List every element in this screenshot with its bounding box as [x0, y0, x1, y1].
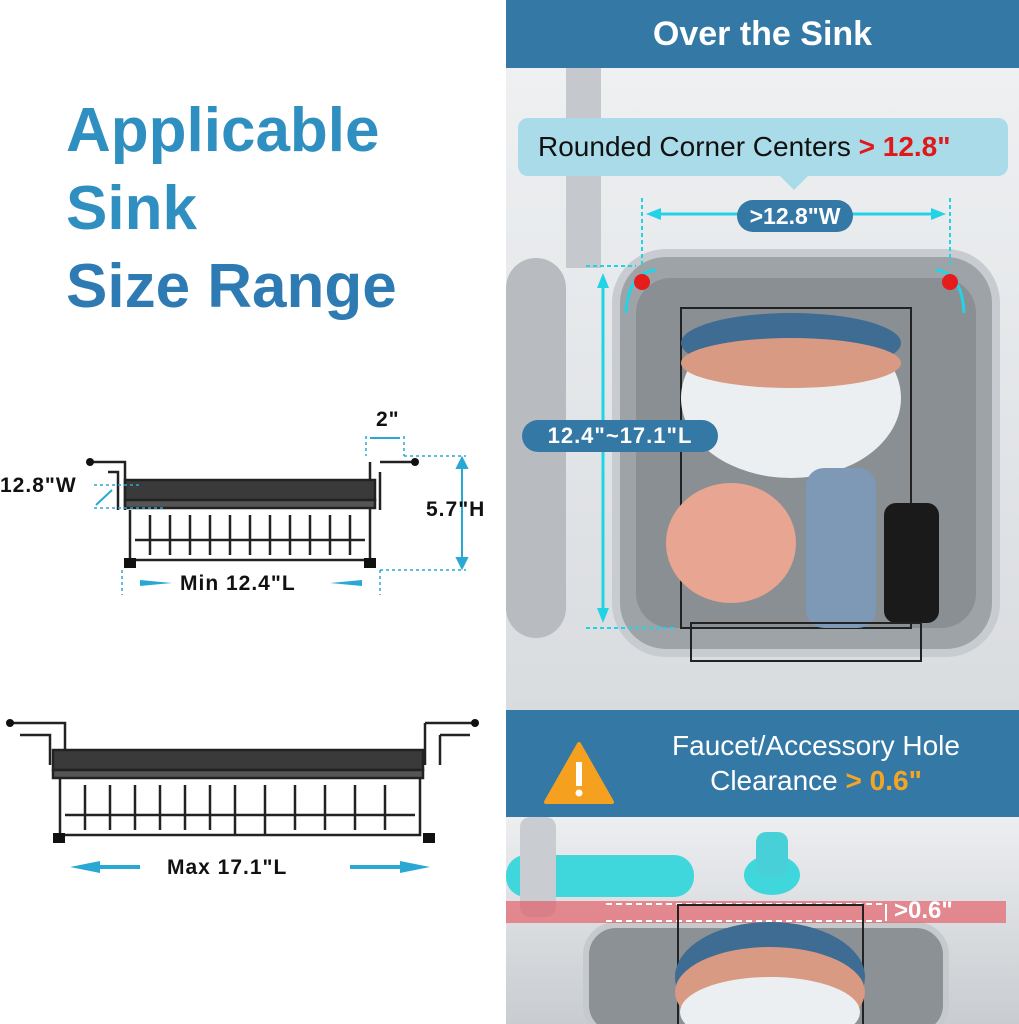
warning-line-2-value: > 0.6" [845, 765, 922, 796]
width-label: 12.8"W [0, 474, 77, 497]
sink-photo-bottom: >0.6" [506, 817, 1019, 1024]
callout-text: Rounded Corner Centers [538, 131, 851, 162]
length-pill: 12.4"~17.1"L [522, 420, 718, 452]
callout-value: > 12.8" [858, 131, 951, 162]
warning-line-1: Faucet/Accessory Hole [672, 730, 960, 761]
warning-text: Faucet/Accessory Hole Clearance > 0.6" [616, 728, 1016, 798]
warning-line-2-text: Clearance [710, 765, 838, 796]
min-rack-illustration [86, 458, 419, 568]
max-length-label: Max 17.1"L [167, 856, 288, 879]
corner-marker-right [942, 274, 958, 290]
warning-line-2: Clearance > 0.6" [616, 763, 1016, 798]
left-arrow-icon [70, 861, 140, 873]
depth-label: 2" [376, 408, 400, 431]
right-arrow-icon [350, 861, 430, 873]
corner-centers-callout: Rounded Corner Centers > 12.8" [518, 118, 1008, 190]
clearance-warning-bar: Faucet/Accessory Hole Clearance > 0.6" [506, 710, 1019, 817]
clearance-label: >0.6" [894, 897, 953, 924]
height-label: 5.7"H [426, 498, 486, 521]
title-line-2: Sink [66, 174, 197, 243]
over-sink-header: Over the Sink [506, 0, 1019, 68]
min-length-label: Min 12.4"L [180, 572, 296, 595]
max-rack-illustration [6, 719, 479, 843]
dimension-lines-min [94, 436, 469, 595]
left-panel: Applicable Sink Size Range [0, 0, 506, 1024]
page-title: Applicable Sink Size Range [66, 92, 397, 326]
width-pill: >12.8"W [737, 200, 853, 232]
warning-triangle-icon [544, 742, 614, 804]
corner-marker-left [634, 274, 650, 290]
right-panel: Over the Sink [506, 0, 1019, 1024]
title-line-1: Applicable [66, 96, 380, 165]
title-line-3: Size Range [66, 252, 397, 321]
dimension-arrows-max [70, 861, 430, 873]
